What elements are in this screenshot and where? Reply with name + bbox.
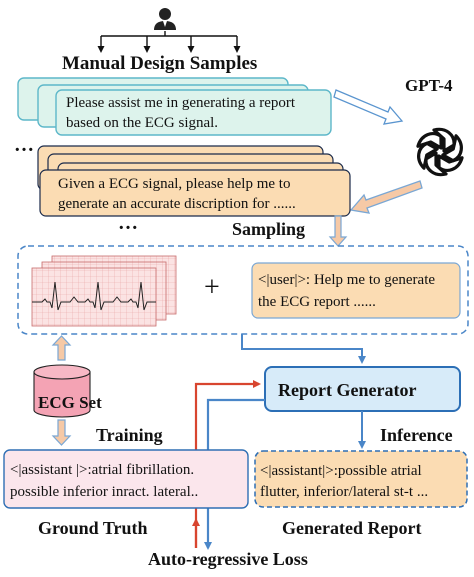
user-tree-connector [97,31,241,53]
ground-truth-label: Ground Truth [38,518,148,538]
ground-truth-box [3,449,249,509]
arrow-manual-to-gpt [333,89,404,125]
generated-report-box [254,450,468,508]
generated-report-line1: <|assistant|>:possible atrial [260,463,422,479]
sampling-label: Sampling [232,219,306,239]
ellipsis-top: … [14,134,34,156]
ecg-set-label: ECG Set [38,393,102,412]
generated-report-line2: flutter, inferior/lateral st-t ... [260,484,429,500]
cylinder-icon [33,364,91,418]
arrow-input-to-generator [241,334,366,364]
ground-truth-line2: possible inferior inract. lateral.. [10,484,199,500]
inference-label: Inference [380,425,453,445]
user-icon [154,8,176,30]
ellipsis-bottom: … [118,212,138,234]
openai-logo-icon [416,127,464,177]
arrow-ecgset-to-groundtruth [51,419,72,446]
manual-prompt-line1: Please assist me in generating a report [66,95,296,111]
user-prompt-line2: the ECG report ...... [258,294,376,310]
sampled-cards [37,145,351,217]
generated-report-label: Generated Report [282,518,422,538]
manual-design-title: Manual Design Samples [62,53,258,74]
user-prompt-box [251,262,461,319]
report-generator-label: Report Generator [278,380,417,400]
arrow-gpt-to-sampled [349,180,423,214]
arrow-sampled-to-input [328,215,348,247]
plus-sign: + [204,272,220,303]
user-prompt-line1: <|user|>: Help me to generate [258,272,436,288]
ground-truth-line1: <|assistant |>:atrial fibrillation. [10,462,195,478]
manual-prompt-line2: based on the ECG signal. [66,115,219,131]
gpt4-label: GPT-4 [405,76,453,95]
manual-sample-cards [17,77,332,136]
sampled-prompt-line2: generate an accurate discription for ...… [58,196,296,212]
auto-regressive-loss-label: Auto-regressive Loss [148,549,308,569]
training-label: Training [96,425,163,445]
sampled-prompt-line1: Given a ECG signal, please help me to [58,176,291,192]
ecg-strip-icon [31,255,177,327]
arrow-ecgset-to-input [51,335,72,361]
